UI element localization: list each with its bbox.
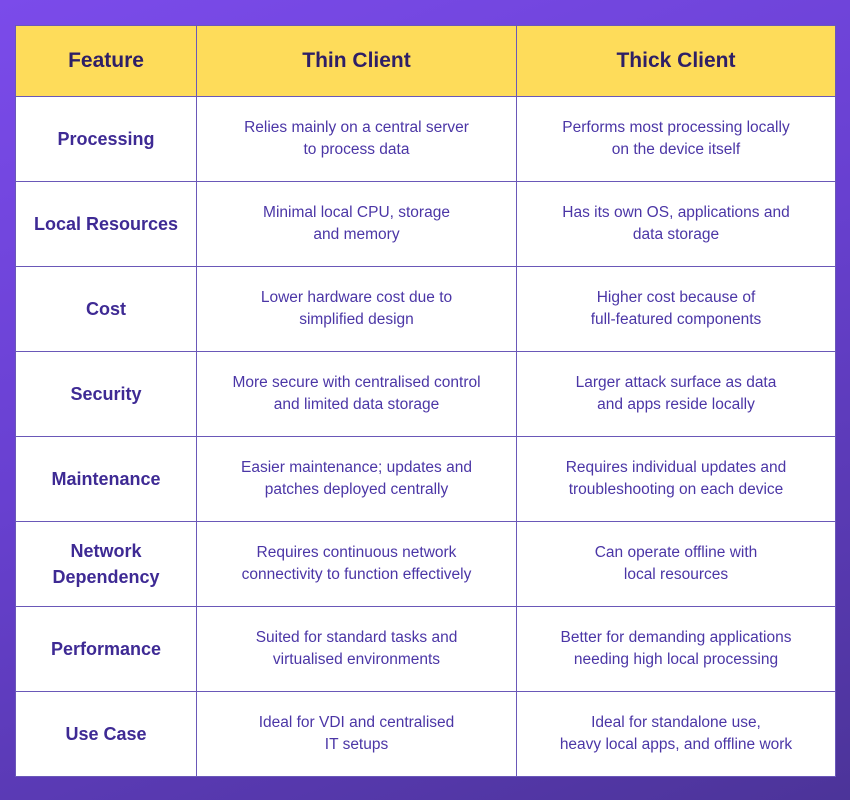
cell-text-line: heavy local apps, and offline work [559, 736, 793, 753]
table-row: Processing Relies mainly on a central ser… [15, 96, 836, 182]
cell-text-line: troubleshooting on each device [568, 481, 784, 498]
cell-text-line: Higher cost because of [596, 289, 756, 306]
header-row: Feature Thin Client Thick Client [15, 25, 836, 97]
cell-text-line: Better for demanding applications [560, 629, 792, 646]
thick-client-cell: Better for demanding applications needing… [516, 606, 836, 692]
thin-client-cell: Lower hardware cost due to simplified des… [196, 266, 517, 352]
feature-cell: Local Resources [15, 181, 197, 267]
cell-text-line: Easier maintenance; updates and [241, 459, 472, 476]
cell-text-line: Ideal for VDI and centralised [258, 714, 455, 731]
thick-client-cell: Can operate offline with local resources [516, 521, 836, 607]
cell-text-line: Maintenance [51, 469, 161, 489]
header-thin-client: Thin Client [196, 25, 517, 97]
feature-cell: Cost [15, 266, 197, 352]
cell-text-line: Processing [57, 129, 155, 149]
header-thick-client: Thick Client [516, 25, 836, 97]
cell-text-line: needing high local processing [573, 651, 779, 668]
thin-client-cell: Easier maintenance; updates and patches d… [196, 436, 517, 522]
cell-text-line: Lower hardware cost due to [260, 289, 453, 306]
cell-text-line: IT setups [324, 736, 389, 753]
thick-client-cell: Higher cost because of full-featured comp… [516, 266, 836, 352]
thin-client-cell: Requires continuous network connectivity … [196, 521, 517, 607]
table-row: Local Resources Minimal local CPU, storag… [15, 181, 836, 267]
thin-client-cell: More secure with centralised control and … [196, 351, 517, 437]
table-row: Performance Suited for standard tasks and… [15, 606, 836, 692]
cell-text-line: simplified design [299, 311, 414, 328]
cell-text-line: data storage [632, 226, 720, 243]
cell-text-line: Requires continuous network [256, 544, 457, 561]
cell-text-line: Local Resources [33, 214, 179, 234]
cell-text-line: connectivity to function effectively [241, 566, 472, 583]
feature-cell: Use Case [15, 691, 197, 777]
cell-text-line: Relies mainly on a central server [244, 119, 469, 136]
cell-text-line: Performance [50, 639, 162, 659]
feature-cell: Processing [15, 96, 197, 182]
thin-client-cell: Minimal local CPU, storage and memory [196, 181, 517, 267]
cell-text-line: Requires individual updates and [565, 459, 787, 476]
cell-text-line: Minimal local CPU, storage [263, 204, 450, 221]
feature-cell: Security [15, 351, 197, 437]
cell-text-line: to process data [303, 141, 410, 158]
header-feature: Feature [15, 25, 197, 97]
thin-client-cell: Ideal for VDI and centralised IT setups [196, 691, 517, 777]
cell-text-line: Security [70, 384, 142, 404]
thick-client-cell: Has its own OS, applications and data sto… [516, 181, 836, 267]
cell-text-line: Can operate offline with [594, 544, 758, 561]
cell-text-line: Larger attack surface as data [575, 374, 777, 391]
cell-text-line: Suited for standard tasks and [255, 629, 458, 646]
cell-text-line: Dependency [52, 567, 160, 587]
cell-text-line: virtualised environments [272, 651, 441, 668]
thick-client-cell: Performs most processing locally on the d… [516, 96, 836, 182]
comparison-table: Feature Thin Client Thick Client Process… [15, 25, 836, 777]
thick-client-cell: Larger attack surface as data and apps re… [516, 351, 836, 437]
cell-text-line: full-featured components [590, 311, 762, 328]
cell-text-line: and memory [313, 226, 400, 243]
table-row: Cost Lower hardware cost due to simplified… [15, 266, 836, 352]
table-row: Security More secure with centralised con… [15, 351, 836, 437]
thick-client-cell: Requires individual updates and troublesh… [516, 436, 836, 522]
cell-text-line: Use Case [65, 724, 147, 744]
feature-cell: Maintenance [15, 436, 197, 522]
cell-text-line: Network [70, 541, 142, 561]
thin-client-cell: Suited for standard tasks and virtualised… [196, 606, 517, 692]
cell-text-line: Cost [86, 299, 126, 319]
thin-client-cell: Relies mainly on a central server to proc… [196, 96, 517, 182]
cell-text-line: patches deployed centrally [264, 481, 449, 498]
cell-text-line: Performs most processing locally [562, 119, 790, 136]
cell-text-line: More secure with centralised control [232, 374, 481, 391]
table-row: Use Case Ideal for VDI and centralised IT … [15, 691, 836, 777]
cell-text-line: and limited data storage [273, 396, 440, 413]
cell-text-line: and apps reside locally [597, 396, 755, 413]
table-row: Maintenance Easier maintenance; updates a… [15, 436, 836, 522]
cell-text-line: Has its own OS, applications and [562, 204, 790, 221]
cell-text-line: on the device itself [611, 141, 741, 158]
cell-text-line: Ideal for standalone use, [591, 714, 761, 731]
feature-cell: Performance [15, 606, 197, 692]
cell-text-line: local resources [623, 566, 729, 583]
thick-client-cell: Ideal for standalone use, heavy local app… [516, 691, 836, 777]
